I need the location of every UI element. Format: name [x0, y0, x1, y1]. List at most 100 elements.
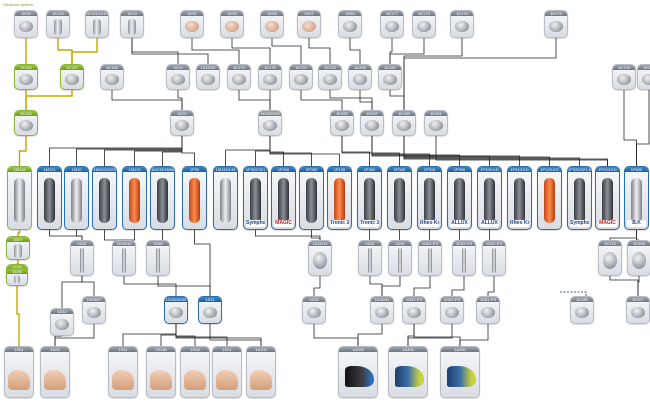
component-1d52-ps: 1D52-PS — [482, 240, 506, 276]
component-code: 1P390 — [448, 167, 471, 172]
component-1k173: 1K173 — [412, 10, 436, 38]
connector-line — [238, 90, 271, 110]
component-image — [508, 172, 531, 229]
component-1d12: 1D12 — [50, 308, 74, 336]
component-image — [213, 352, 241, 397]
component-image — [448, 172, 471, 229]
component-1k208: 1K208 — [348, 64, 372, 90]
connector-line — [25, 90, 73, 110]
component-1m102-1023: 1M102/1023 — [92, 166, 117, 230]
component-image — [425, 116, 447, 135]
component-code: 1D12 — [51, 309, 73, 314]
component-image — [371, 302, 393, 323]
component-image — [628, 246, 650, 275]
brand-label: B.K — [627, 220, 646, 227]
connector-line — [17, 230, 21, 236]
component-1k179: 1K179 — [544, 10, 568, 38]
component-code: 1P310 — [418, 167, 441, 172]
component-1p320-321-kd: 1P320/321-KDSymphony — [567, 166, 592, 230]
connector-line — [300, 90, 343, 110]
connector-line — [157, 276, 211, 296]
component-image — [147, 352, 175, 397]
component-image — [477, 302, 499, 323]
component-code: 1K20 — [171, 111, 193, 116]
component-1k35: 1K35 — [14, 10, 38, 38]
component-code: 1K06 — [261, 11, 283, 16]
component-code: 1K100 — [47, 11, 69, 16]
component-image — [339, 16, 361, 37]
component-code: 1P50 — [183, 167, 206, 172]
component-code: 1K154 — [15, 111, 37, 116]
component-1d61: 1D61 — [358, 240, 382, 276]
component-1d45-46: 1D45/46 — [112, 240, 136, 276]
component-code: 1K208 — [349, 65, 371, 70]
component-image — [413, 16, 435, 37]
component-image — [214, 172, 237, 229]
connector-line — [623, 90, 637, 166]
component-1d36: 1D36 — [6, 268, 28, 286]
component-1d40-41: 1D40/41 — [370, 296, 394, 324]
connector-line — [560, 291, 587, 296]
connector-line — [124, 230, 135, 241]
connector-line — [407, 324, 453, 346]
connector-line — [311, 230, 321, 240]
component-1m115-149: 1M115/149 — [213, 166, 238, 230]
component-1k178: 1K178 — [258, 64, 282, 90]
component-image — [123, 172, 146, 229]
component-code: 1S28 — [181, 347, 209, 352]
component-code: 1M10 — [65, 167, 88, 172]
connector-line — [49, 230, 83, 240]
component-1k208: 1K208 — [627, 240, 650, 276]
connector-line — [134, 136, 183, 166]
connector-line — [160, 324, 177, 346]
component-1k14: 1K14 — [166, 64, 190, 90]
component-image — [71, 246, 93, 275]
component-image — [300, 172, 323, 229]
component-image — [221, 16, 243, 37]
component-image — [181, 16, 203, 37]
component-image — [109, 352, 137, 397]
connector-line — [403, 38, 463, 110]
component-image — [165, 302, 187, 323]
component-image — [331, 116, 353, 135]
connector-line — [313, 276, 321, 296]
component-code: 1P120-KD — [538, 167, 561, 172]
component-code: 1K160/163 — [259, 111, 281, 116]
component-1k25: 1K25 — [220, 10, 244, 38]
component-image — [451, 16, 473, 37]
connector-line — [271, 38, 302, 64]
component-image — [171, 116, 193, 135]
component-image — [328, 172, 351, 229]
connector-line — [76, 230, 83, 240]
connector-line — [194, 230, 211, 296]
component-image — [47, 16, 69, 37]
component-1k22-30: 1K22/30 — [196, 64, 220, 90]
component-1k07: 1K07 — [297, 10, 321, 38]
component-image — [389, 246, 411, 275]
connector-line — [18, 136, 27, 166]
connector-line — [413, 324, 461, 346]
component-image — [113, 246, 135, 275]
connector-line — [308, 38, 331, 64]
component-1k50: 1K50 — [338, 10, 362, 38]
brand-label: Rheo Knee — [510, 220, 529, 227]
component-image — [15, 16, 37, 37]
component-code: 1K189 — [571, 297, 593, 302]
connector-line — [175, 324, 262, 346]
component-1a101: 1A101 — [246, 346, 276, 398]
connector-line — [123, 276, 177, 296]
component-image — [599, 246, 621, 275]
component-code: 1P300 — [358, 167, 381, 172]
component-1k06: 1K06 — [260, 10, 284, 38]
component-image — [65, 172, 88, 229]
component-image — [613, 70, 635, 89]
component-code: 1M112 — [8, 167, 31, 172]
component-code: 1M133/1M06 — [151, 167, 174, 172]
component-code: 1K150 — [331, 111, 353, 116]
component-1k154: 1K154 — [14, 110, 38, 136]
component-code: 1D51-PS — [403, 297, 425, 302]
component-code: 1P350 — [300, 167, 323, 172]
